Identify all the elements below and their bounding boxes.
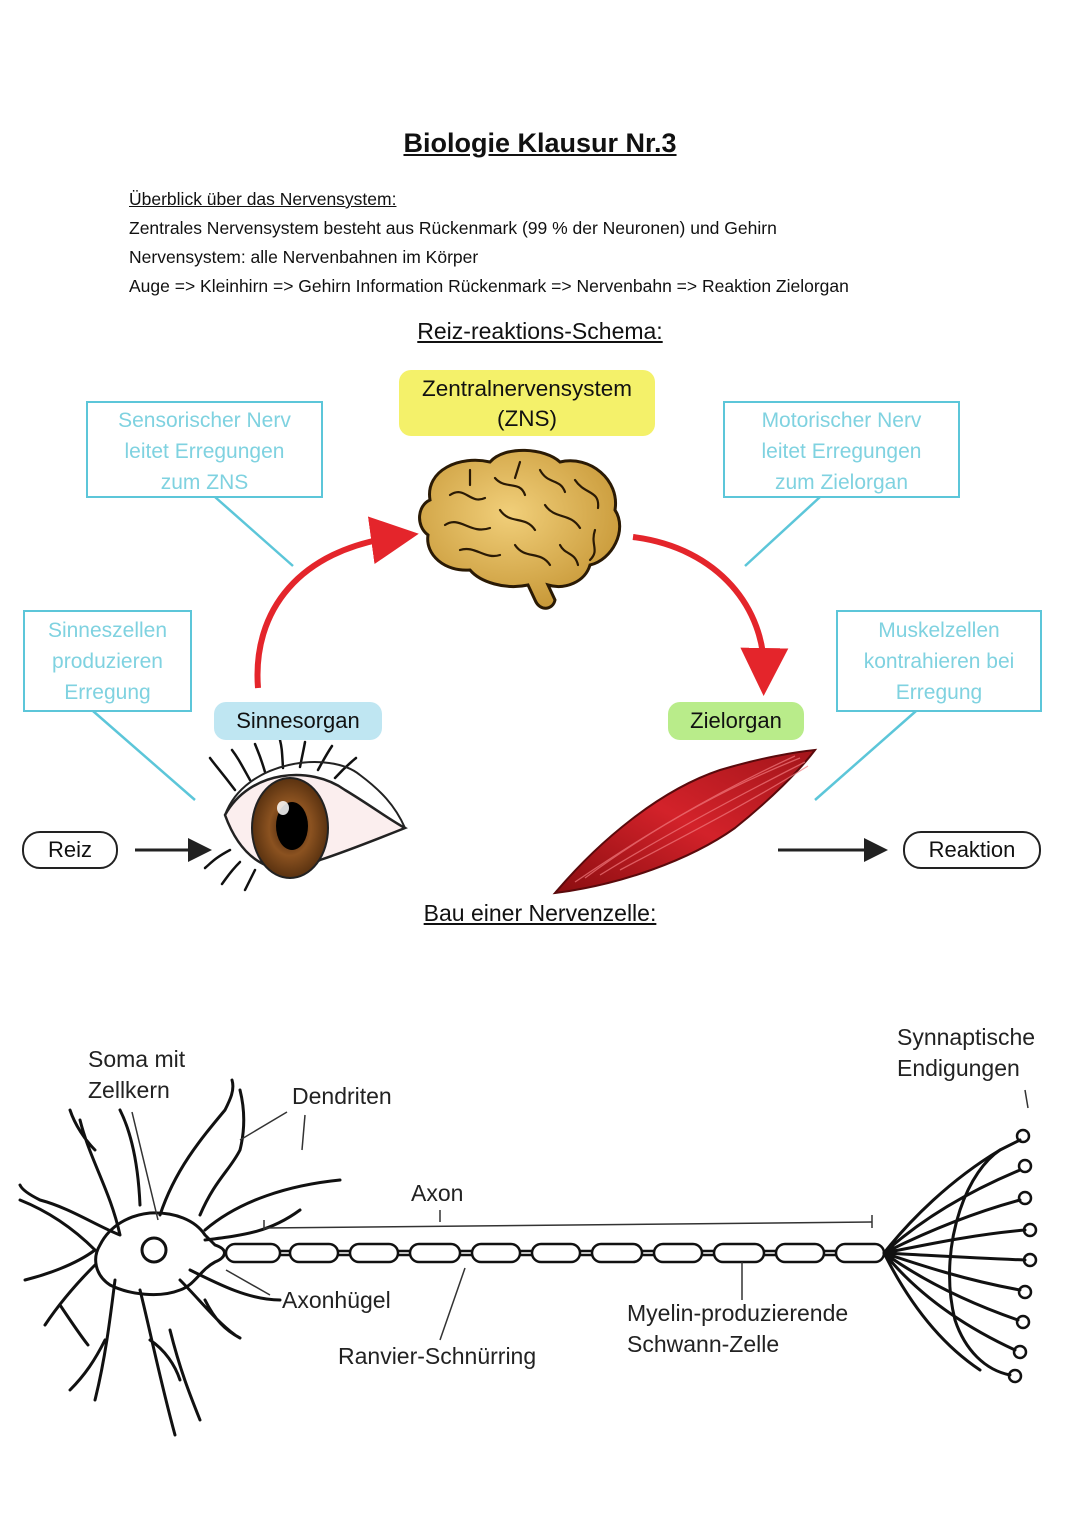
overview-line-1: Zentrales Nervensystem besteht aus Rücke… <box>129 218 777 238</box>
neuron-drawing <box>18 1078 1038 1437</box>
muscle-line-3: Erregung <box>895 681 983 704</box>
soma-line-1: Soma mit <box>88 1046 186 1072</box>
zns-title: Zentralnervensystem <box>421 376 633 401</box>
neuron-pointers <box>131 1089 1029 1341</box>
reaction-label: Reaktion <box>903 831 1041 869</box>
synaptic-label: Synnaptische Endigungen <box>897 1022 1035 1084</box>
target-organ-label: Zielorgan <box>668 702 804 740</box>
schwann-line-1: Myelin-produzierende <box>627 1300 849 1326</box>
schwann-label: Myelin-produzierende Schwann-Zelle <box>627 1298 848 1360</box>
muscle-line-1: Muskelzellen <box>878 619 1000 642</box>
sense-cells-line-3: Erregung <box>64 681 151 704</box>
soma-label: Soma mit Zellkern <box>88 1044 185 1106</box>
muscle-icon <box>552 748 818 895</box>
sensory-connector <box>214 496 294 567</box>
zns-abbr: (ZNS) <box>497 406 557 431</box>
axon-label: Axon <box>411 1180 464 1206</box>
synaptic-line-2: Endigungen <box>897 1055 1020 1081</box>
document-title: Biologie Klausur Nr.3 <box>403 128 677 158</box>
motor-nerve-box: Motorischer Nerv leitet Erregungen zum Z… <box>723 401 960 498</box>
eye-icon <box>203 738 408 892</box>
sense-cells-line-2: produzieren <box>52 650 163 673</box>
schwann-line-2: Schwann-Zelle <box>627 1331 780 1357</box>
zns-label: Zentralnervensystem (ZNS) <box>399 370 655 436</box>
schema-heading: Reiz-reaktions-Schema: <box>417 318 663 344</box>
sensory-line-2: leitet Erregungen <box>124 440 285 463</box>
sense-cells-line-1: Sinneszellen <box>47 619 168 642</box>
sense-organ-label: Sinnesorgan <box>214 702 382 740</box>
arrow-to-zns <box>254 516 419 689</box>
overview-line-2: Nervensystem: alle Nervenbahnen im Körpe… <box>129 247 479 267</box>
stimulus-label: Reiz <box>22 831 118 869</box>
motor-line-2: leitet Erregungen <box>761 440 922 463</box>
neuron-heading: Bau einer Nervenzelle: <box>423 900 657 926</box>
sense-cells-connector <box>92 710 196 801</box>
sensory-line-1: Sensorischer Nerv <box>118 409 291 432</box>
dendrites-label: Dendriten <box>292 1083 392 1109</box>
soma-line-2: Zellkern <box>88 1077 170 1103</box>
sensory-line-3: zum ZNS <box>160 471 249 494</box>
muscle-connector <box>814 710 917 801</box>
sense-cells-box: Sinneszellen produzieren Erregung <box>23 610 192 712</box>
arrow-to-target <box>632 534 789 696</box>
muscle-cells-box: Muskelzellen kontrahieren bei Erregung <box>836 610 1042 712</box>
synaptic-line-1: Synnaptische <box>897 1024 1036 1050</box>
ranvier-label: Ranvier-Schnürring <box>338 1343 537 1369</box>
brain-icon <box>418 448 622 610</box>
sensory-nerve-box: Sensorischer Nerv leitet Erregungen zum … <box>86 401 323 498</box>
motor-line-3: zum Zielorgan <box>774 471 909 494</box>
axon-hillock-label: Axonhügel <box>282 1287 391 1313</box>
motor-connector <box>744 496 821 567</box>
muscle-line-2: kontrahieren bei <box>863 650 1015 673</box>
motor-line-1: Motorischer Nerv <box>761 409 922 432</box>
overview-heading: Überblick über das Nervensystem: <box>129 189 397 209</box>
overview-line-3: Auge => Kleinhirn => Gehirn Information … <box>129 276 849 296</box>
